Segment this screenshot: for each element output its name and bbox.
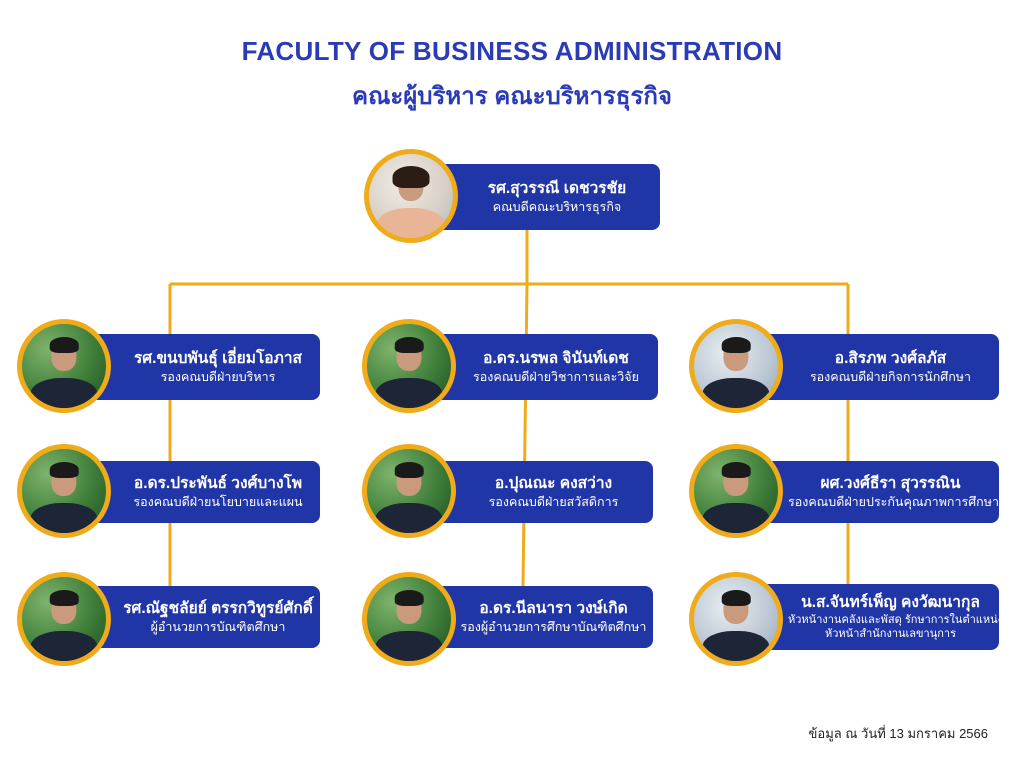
member-name: ผศ.วงศ์ธีรา สุวรรณิน (820, 474, 961, 492)
connector-center-column (521, 283, 529, 587)
member-name: อ.ดร.นรพล จินันท์เดช (483, 349, 629, 367)
member-role: หัวหน้างานคลังและพัสดุ รักษาการในตำแหน่ง (788, 614, 1003, 626)
member-box: อ.สิรภพ วงศ์ลภัส รองคณบดีฝ่ายกิจการนักศึ… (748, 334, 999, 400)
dean-photo (364, 149, 458, 243)
member-role: รองคณบดีฝ่ายสวัสดิการ (488, 494, 619, 509)
member-box: อ.ดร.นีลนารา วงษ์เกิด รองผู้อำนวยการศึกษ… (420, 586, 653, 648)
member-box: อ.ดร.ประพันธ์ วงศ์บางโพ รองคณบดีฝ่ายนโยบ… (82, 461, 320, 523)
member-photo (17, 319, 111, 413)
member-role: รองคณบดีฝ่ายบริหาร (160, 369, 276, 384)
dean-role: คณบดีคณะบริหารธุรกิจ (492, 199, 622, 214)
member-photo (689, 572, 783, 666)
member-role: รองคณบดีฝ่ายกิจการนักศึกษา (809, 369, 972, 384)
member-box: น.ส.จันทร์เพ็ญ คงวัฒนากุล หัวหน้างานคลัง… (748, 584, 1003, 650)
page-subtitle: คณะผู้บริหาร คณะบริหารธุรกิจ (352, 83, 672, 110)
page-title: FACULTY OF BUSINESS ADMINISTRATION (241, 36, 783, 66)
member-name: รศ.ขนบพันธุ์ เอี่ยมโอภาส (133, 349, 302, 367)
member-role: ผู้อำนวยการบัณฑิตศึกษา (150, 619, 286, 634)
member-photo (689, 319, 783, 413)
member-photo (362, 572, 456, 666)
member-name: อ.สิรภพ วงศ์ลภัส (834, 349, 947, 367)
dean-box: รศ.สุวรรณี เดชวรชัย คณบดีคณะบริหารธุรกิจ (420, 164, 660, 230)
member-name: น.ส.จันทร์เพ็ญ คงวัฒนากุล (801, 594, 980, 611)
data-date-footnote: ข้อมูล ณ วันที่ 13 มกราคม 2566 (808, 726, 988, 741)
member-photo (17, 444, 111, 538)
member-role: รองคณบดีฝ่ายวิชาการและวิจัย (473, 369, 639, 384)
member-photo (689, 444, 783, 538)
member-role: รองคณบดีฝ่ายประกันคุณภาพการศึกษา (788, 494, 999, 509)
member-name: อ.ดร.นีลนารา วงษ์เกิด (479, 599, 628, 617)
member-box: อ.ปุณณะ คงสว่าง รองคณบดีฝ่ายสวัสดิการ (420, 461, 653, 523)
member-photo (362, 319, 456, 413)
member-name: อ.ปุณณะ คงสว่าง (494, 474, 613, 492)
member-photo (17, 572, 111, 666)
member-role-line-2: หัวหน้าสำนักงานเลขานุการ (825, 628, 956, 640)
member-name: รศ.ณัฐชลัยย์ ตรรกวิทูรย์ศักดิ์ (123, 599, 313, 617)
member-box: อ.ดร.นรพล จินันท์เดช รองคณบดีฝ่ายวิชาการ… (420, 334, 658, 400)
member-name: อ.ดร.ประพันธ์ วงศ์บางโพ (133, 474, 303, 492)
member-role: รองผู้อำนวยการศึกษาบัณฑิตศึกษา (460, 619, 647, 634)
member-box: รศ.ขนบพันธุ์ เอี่ยมโอภาส รองคณบดีฝ่ายบริ… (82, 334, 320, 400)
member-photo (362, 444, 456, 538)
member-role: รองคณบดีฝ่ายนโยบายและแผน (133, 494, 303, 509)
dean-name: รศ.สุวรรณี เดชวรชัย (487, 179, 627, 197)
member-box: รศ.ณัฐชลัยย์ ตรรกวิทูรย์ศักดิ์ ผู้อำนวยก… (82, 586, 320, 648)
member-box: ผศ.วงศ์ธีรา สุวรรณิน รองคณบดีฝ่ายประกันค… (748, 461, 999, 523)
